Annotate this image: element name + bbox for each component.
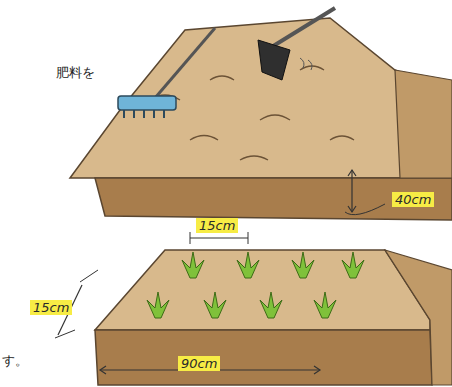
tilled-bed	[70, 8, 452, 220]
dimension-label: 40cm	[392, 192, 434, 207]
dimension-label: 90cm	[178, 356, 220, 371]
cut-off-text: 肥料を	[56, 66, 95, 79]
planted-bed	[55, 232, 452, 385]
cut-off-text: す。	[2, 354, 28, 367]
dimension-label: 15cm	[30, 300, 72, 315]
dimension-label: 15cm	[196, 218, 238, 233]
